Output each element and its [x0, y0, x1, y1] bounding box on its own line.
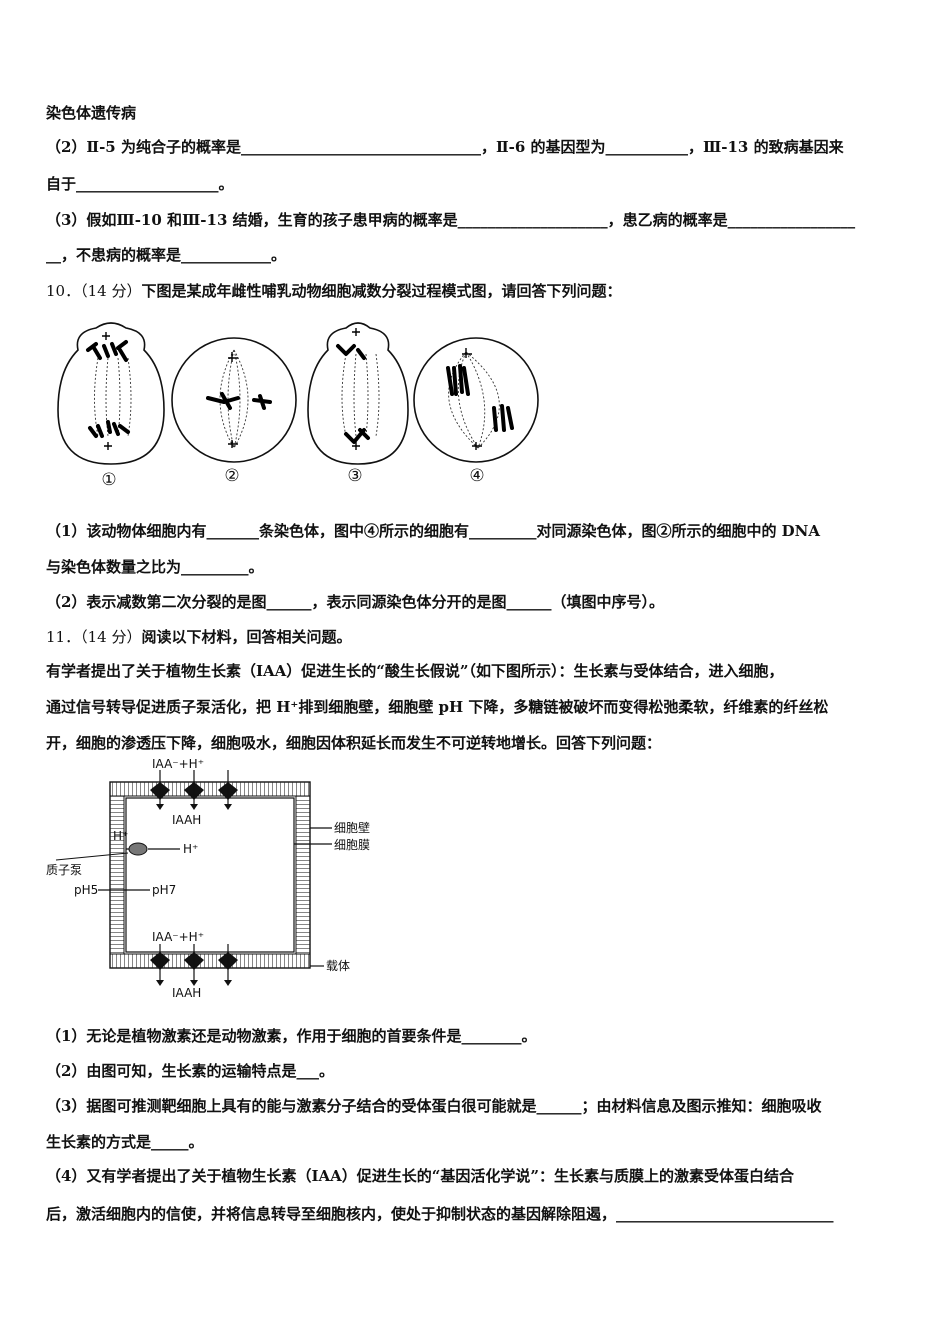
- label-h-plus-inside: H⁺: [183, 842, 198, 856]
- text-line: 与染色体数量之比为_________。: [46, 558, 264, 576]
- label-proton-pump: 质子泵: [46, 863, 82, 877]
- text-line: （2）Ⅱ-5 为纯合子的概率是_________________________…: [46, 138, 844, 156]
- label-h-plus-wall: H⁺: [113, 829, 128, 843]
- label-ph7: pH7: [152, 883, 176, 897]
- cell-4-outline: [413, 337, 539, 463]
- cell-label-3: ③: [347, 466, 362, 486]
- cell-2-outline: [171, 337, 297, 463]
- text-line: （4）又有学者提出了关于植物生长素（IAA）促进生长的“基因活化学说”：生长素与…: [46, 1167, 794, 1185]
- cell-label-2: ②: [224, 466, 239, 486]
- text-line: 开，细胞的渗透压下降，细胞吸水，细胞因体积延长而发生不可逆转地增长。回答下列问题…: [46, 734, 662, 752]
- text-line: （3）据图可推测靶细胞上具有的能与激素分子结合的受体蛋白很可能就是______；…: [46, 1097, 822, 1115]
- label-ph5: pH5: [74, 883, 98, 897]
- text-line: （3）假如Ⅲ-10 和Ⅲ-13 结婚，生育的孩子患甲病的概率是_________…: [46, 211, 856, 229]
- text-line: 生长素的方式是_____。: [46, 1133, 204, 1151]
- text-line: （2）由图可知，生长素的运输特点是___。: [46, 1062, 334, 1080]
- text-line: 通过信号转导促进质子泵活化，把 H⁺排到细胞壁，细胞壁 pH 下降，多糖链被破坏…: [46, 698, 829, 716]
- label-bottom-iaah: IAAH: [172, 986, 201, 1000]
- label-top-iaah: IAAH: [172, 813, 201, 827]
- text-line: （2）表示减数第二次分裂的是图______，表示同源染色体分开的是图______…: [46, 593, 664, 611]
- text-line: （1）该动物体细胞内有_______条染色体，图中④所示的细胞有________…: [46, 522, 821, 540]
- cell-label-4: ④: [469, 466, 484, 486]
- text-line: 自于___________________。: [46, 175, 234, 193]
- label-cell-wall: 细胞壁: [334, 820, 370, 835]
- text-line: __，不患病的概率是____________。: [46, 246, 287, 264]
- text-line: 有学者提出了关于植物生长素（IAA）促进生长的“酸生长假说”（如下图所示）：生长…: [46, 662, 784, 680]
- label-top-iaa: IAA⁻+H⁺: [152, 757, 204, 771]
- label-carrier: 载体: [326, 959, 350, 973]
- question-10-stem: 10．（14 分）下图是某成年雌性哺乳动物细胞减数分裂过程模式图，请回答下列问题…: [46, 282, 622, 300]
- cell-3-outline: [307, 322, 409, 465]
- text-line: 染色体遗传病: [46, 104, 137, 122]
- text-line: 后，激活细胞内的信使，并将信息转导至细胞核内，使处于抑制状态的基因解除阻遏，__…: [46, 1205, 834, 1223]
- meiosis-figure: ① ② ③ ④: [57, 322, 539, 490]
- label-bottom-iaa: IAA⁻+H⁺: [152, 930, 204, 944]
- cell-label-1: ①: [101, 470, 116, 490]
- question-11-stem: 11．（14 分）阅读以下材料，回答相关问题。: [46, 628, 352, 646]
- iaa-acid-growth-figure: IAA⁻+H⁺ IAAH H⁺ H⁺ 质子泵 pH5 pH7 IAA⁻+H⁺ I…: [46, 757, 370, 1000]
- cell-1-outline: [57, 322, 165, 465]
- label-cell-membrane: 细胞膜: [334, 838, 370, 852]
- text-line: （1）无论是植物激素还是动物激素，作用于细胞的首要条件是________。: [46, 1027, 537, 1045]
